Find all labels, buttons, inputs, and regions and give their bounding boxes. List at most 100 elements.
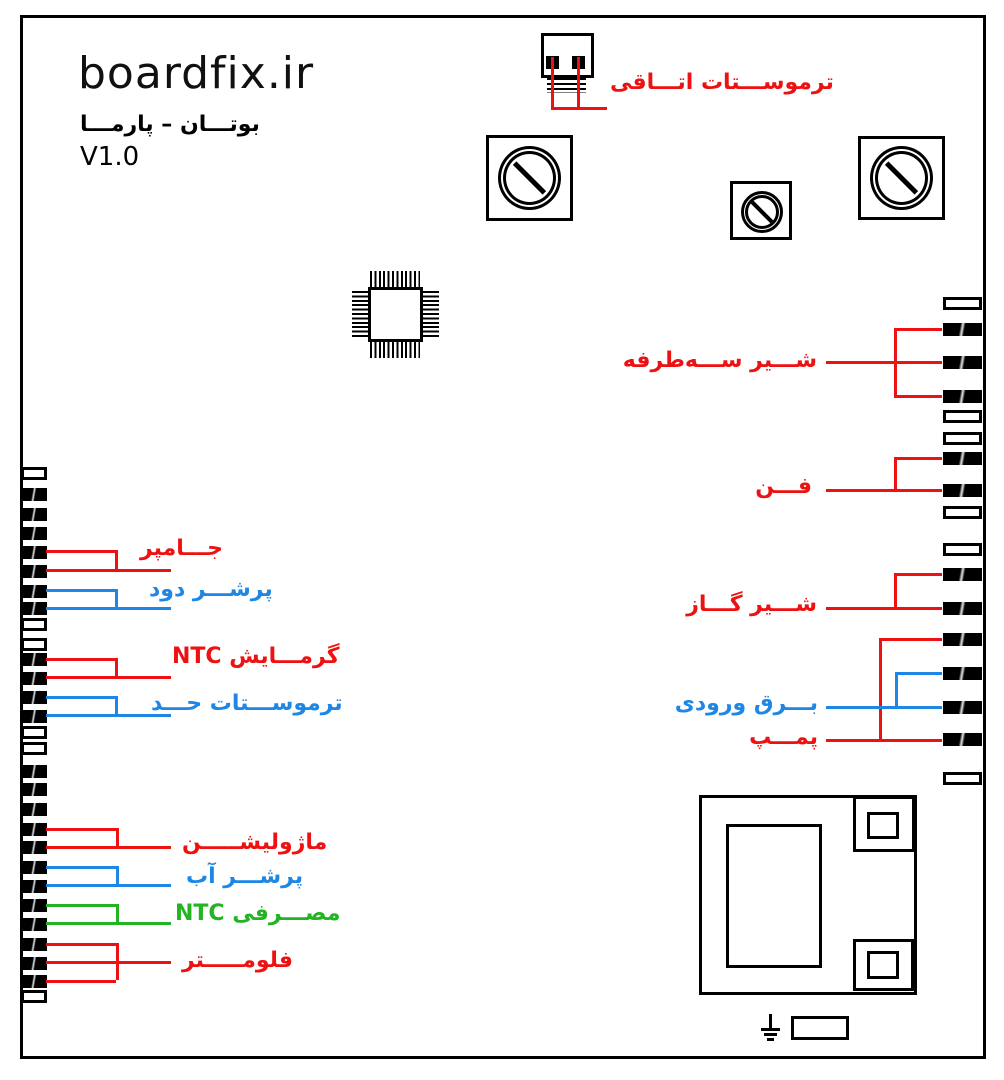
- label-dhw-ntc: NTC مصـــرفی: [175, 901, 341, 926]
- left-pad-open: [21, 467, 47, 480]
- right-pad-open: [943, 297, 982, 310]
- left-pad-filled: [21, 585, 47, 598]
- left-pad-open: [21, 618, 47, 631]
- jumper-wire: [115, 550, 118, 569]
- flow-meter-wire: [46, 943, 116, 946]
- label-water-pressure: پرشـــر آب: [186, 864, 304, 889]
- fan-wire: [894, 457, 942, 460]
- left-pad-filled: [21, 710, 47, 723]
- room-thermostat-wire: [577, 57, 580, 107]
- right-pad-open: [943, 772, 982, 785]
- dhw-ntc-wire: [116, 904, 119, 922]
- label-flow-meter: فلومـــــتر: [182, 948, 294, 973]
- right-pad-filled: [943, 701, 982, 714]
- left-pad-filled: [21, 899, 47, 912]
- left-pad-filled: [21, 508, 47, 521]
- right-pad-open: [943, 506, 982, 519]
- fan-wire: [894, 457, 897, 489]
- transformer-terminal-bottom-pin: [867, 951, 899, 979]
- smoke-pressure-wire: [115, 589, 118, 607]
- left-pad-filled: [21, 880, 47, 893]
- modulation-wire: [46, 828, 116, 831]
- transformer-core-window: [726, 824, 822, 968]
- limit-thermostat-wire: [115, 696, 118, 714]
- left-pad-filled: [21, 841, 47, 854]
- pump-wire: [879, 638, 942, 641]
- jumper-wire: [46, 550, 115, 553]
- transformer-terminal-top: [853, 796, 915, 852]
- water-pressure-wire: [116, 866, 119, 884]
- room-thermostat-wire: [551, 57, 554, 107]
- three-way-valve-wire: [894, 328, 942, 331]
- label-heating-ntc: NTC گرمـــایش: [172, 644, 340, 669]
- right-pad-filled: [943, 733, 982, 746]
- board-version: V1.0: [80, 142, 140, 172]
- fuse-box: [791, 1016, 849, 1040]
- label-fan: فـــن: [755, 474, 812, 499]
- heating-ntc-wire: [115, 658, 118, 676]
- label-jumper: جـــامپر: [140, 536, 223, 561]
- power-in-wire: [826, 706, 942, 709]
- left-pad-filled: [21, 488, 47, 501]
- left-pad-filled: [21, 672, 47, 685]
- trimmer-pot-3: [858, 136, 945, 220]
- left-pad-filled: [21, 565, 47, 578]
- thermostat-terminal-block: [547, 78, 586, 93]
- pot-ring-icon: [503, 151, 556, 205]
- power-in-wire: [895, 672, 942, 675]
- gas-valve-wire: [826, 607, 942, 610]
- smoke-pressure-wire: [46, 607, 171, 610]
- left-pad-filled: [21, 765, 47, 778]
- right-pad-filled: [943, 633, 982, 646]
- gas-valve-wire: [894, 573, 942, 576]
- three-way-valve-wire: [894, 395, 942, 398]
- pump-wire: [826, 739, 942, 742]
- left-pad-filled: [21, 546, 47, 559]
- left-pad-filled: [21, 527, 47, 540]
- right-pad-open: [943, 410, 982, 423]
- mcu-pins-left: [352, 291, 368, 339]
- three-way-valve-wire: [894, 328, 897, 395]
- left-pad-open: [21, 990, 47, 1003]
- trimmer-pot-2: [730, 181, 792, 240]
- gas-valve-wire: [894, 573, 897, 607]
- left-pad-filled: [21, 861, 47, 874]
- right-pad-filled: [943, 484, 982, 497]
- smoke-pressure-wire: [46, 589, 115, 592]
- right-pad-filled: [943, 568, 982, 581]
- transformer-terminal-top-pin: [867, 812, 899, 839]
- mcu-chip: [368, 287, 423, 342]
- left-pad-open: [21, 638, 47, 651]
- mcu-pins-top: [370, 271, 420, 287]
- left-pad-filled: [21, 653, 47, 666]
- jumper-wire: [46, 569, 171, 572]
- left-pad-filled: [21, 602, 47, 615]
- left-pad-filled: [21, 975, 47, 988]
- pot-ring-icon: [870, 146, 933, 210]
- water-pressure-wire: [46, 884, 171, 887]
- pot-ring-icon: [745, 195, 779, 229]
- left-pad-open: [21, 742, 47, 755]
- right-pad-filled: [943, 390, 982, 403]
- left-pad-filled: [21, 823, 47, 836]
- dhw-ntc-wire: [46, 922, 171, 925]
- room-thermostat-connector: [541, 33, 594, 78]
- page-title: boardfix.ir: [78, 48, 315, 99]
- heating-ntc-wire: [46, 676, 171, 679]
- left-pad-filled: [21, 957, 47, 970]
- mcu-pins-right: [423, 291, 439, 339]
- left-pad-open: [21, 726, 47, 739]
- right-pad-filled: [943, 356, 982, 369]
- left-pad-filled: [21, 783, 47, 796]
- modulation-wire: [116, 828, 119, 846]
- modulation-wire: [46, 846, 171, 849]
- room-thermostat-wire: [551, 107, 607, 110]
- water-pressure-wire: [46, 866, 116, 869]
- right-pad-open: [943, 543, 982, 556]
- fan-wire: [826, 489, 942, 492]
- pot-ring-icon: [741, 191, 783, 233]
- left-pad-filled: [21, 691, 47, 704]
- label-power-in: بـــرق ورودی: [674, 691, 818, 716]
- heating-ntc-wire: [46, 658, 115, 661]
